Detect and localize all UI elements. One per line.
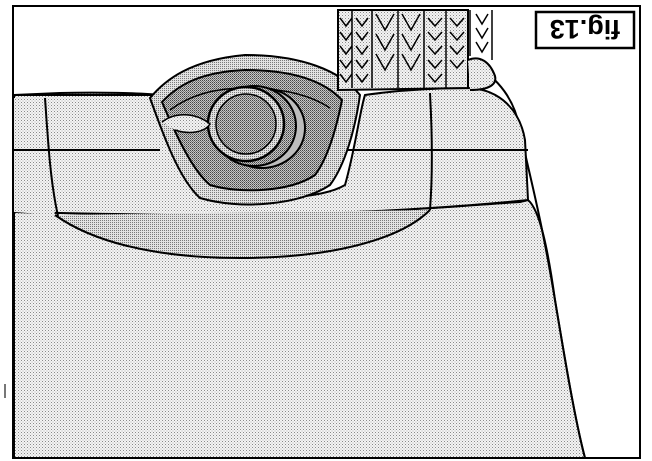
left-tick [4,384,6,398]
figure-label-box: fig.13 [534,10,636,50]
corrugated-hose [337,9,497,92]
socket-tab [161,114,211,134]
band-right-edge [429,92,433,211]
pin-head-inner [215,93,277,155]
left-section-edge [44,97,59,217]
outer-band-belly [54,209,431,260]
left-section [14,98,55,215]
figure-label: fig.13 [550,14,621,44]
body-right-edge [469,59,586,459]
